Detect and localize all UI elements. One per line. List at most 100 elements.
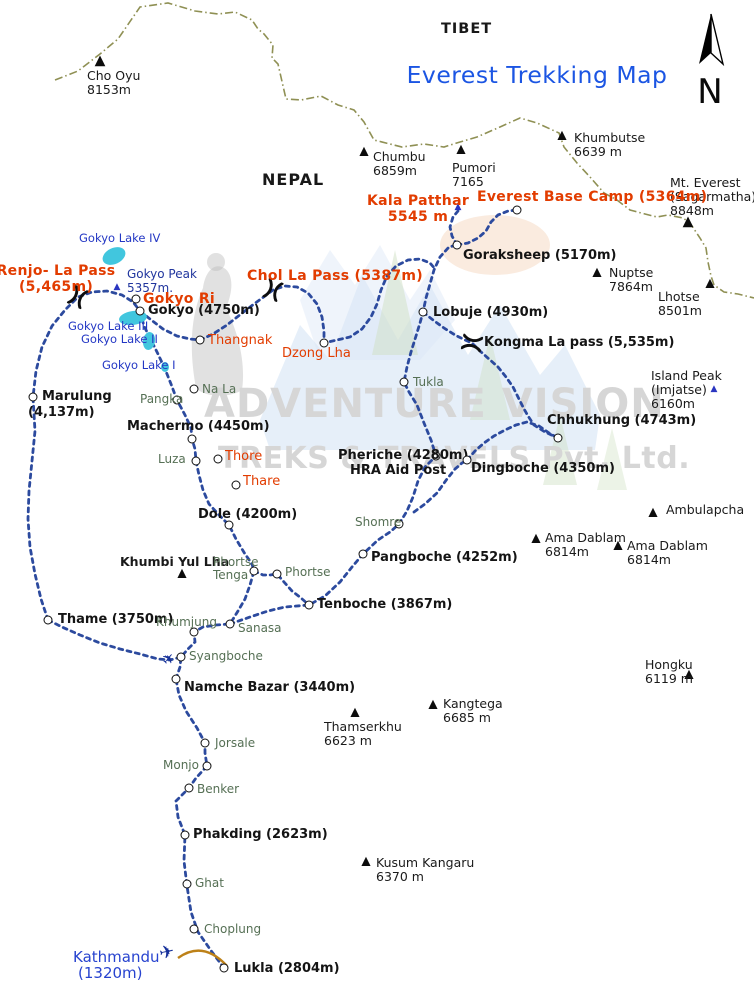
label-line: Ama Dablam — [545, 530, 626, 545]
place-label-phakding: Phakding (2623m) — [193, 827, 328, 843]
place-marker-ghat — [182, 879, 192, 889]
pass-label-kongma-la: Kongma La pass (5,535m) — [484, 335, 675, 351]
label-line: Pangka — [140, 392, 184, 406]
peak-icon-lhotse: ▲ — [705, 275, 715, 290]
label-line: (Imjatse) — [651, 381, 707, 397]
map-title: Everest Trekking Map — [406, 61, 668, 89]
place-marker-dzong-lha — [319, 338, 329, 348]
place-marker-phakding — [180, 830, 190, 840]
place-marker-tukla — [399, 377, 409, 387]
pass-glyph-renjo-la — [66, 284, 90, 310]
place-label-gokyo-ri: Gokyo Ri — [143, 291, 215, 307]
pass-label-renjo-la: Renjo- La Pass(5,465m) — [0, 263, 115, 295]
place-label-dole: Dole (4200m) — [198, 507, 297, 523]
place-marker-choplung — [189, 924, 199, 934]
place-label-lukla: Lukla (2804m) — [234, 961, 340, 977]
place-label-luza: Luza — [158, 452, 186, 466]
peak-icon-khumbutse: ▲ — [557, 127, 567, 142]
tree-art — [543, 415, 577, 485]
place-label-benker: Benker — [197, 782, 240, 796]
label-line: Na La — [202, 382, 237, 396]
place-marker-thame — [43, 615, 53, 625]
label-line: Monjo — [163, 758, 199, 772]
place-label-ghat: Ghat — [195, 876, 224, 890]
label-line: Thamserkhu — [324, 719, 402, 734]
label-line: Benker — [197, 782, 240, 796]
place-label-tenboche: Tenboche (3867m) — [317, 597, 452, 613]
label-line: 7165 — [452, 173, 484, 189]
peak-icon-hongku: ▲ — [684, 666, 694, 681]
place-label-dzong-lha: Dzong Lha — [282, 346, 351, 361]
place-marker-dingboche — [462, 455, 472, 465]
label-line: (1320m) — [78, 964, 143, 982]
route-path-kongma-la-route — [421, 310, 560, 440]
label-line: Thore — [225, 449, 263, 464]
place-label-everest-base-camp: Everest Base Camp (5364m) — [477, 189, 707, 205]
route-path-dingboche-link — [412, 458, 469, 514]
route-path-thame-link — [46, 618, 183, 662]
place-marker-machermo — [187, 434, 197, 444]
place-marker-thare — [231, 480, 241, 490]
place-label-lobuje: Lobuje (4930m) — [433, 305, 548, 321]
place-marker-gokyo-ri — [131, 294, 141, 304]
place-marker-jorsale — [200, 738, 210, 748]
label-line: Pumori — [452, 160, 496, 175]
pass-label-chol-la: Chol La Pass (5387m) — [247, 268, 423, 284]
place-label-goraksheep: Goraksheep (5170m) — [463, 248, 617, 264]
peak-icon-ama-dablam-west: ▲ — [531, 530, 541, 545]
pass-arc — [77, 289, 90, 310]
place-label-monjo: Monjo — [163, 758, 199, 772]
label-line: Everest Base Camp (5364m) — [477, 189, 708, 205]
peak-icon-mt-everest: ▲ — [682, 213, 694, 230]
compass-n-label: N — [697, 72, 723, 112]
pass-icon-renjo-la — [65, 284, 92, 311]
pass-icon-kongma-la — [460, 331, 484, 354]
label-line: Sanasa — [238, 621, 282, 635]
place-marker-na-la — [189, 384, 199, 394]
place-marker-chhukhung — [553, 433, 563, 443]
label-line: Ambulapcha — [666, 502, 745, 517]
label-line: Kangtega — [443, 696, 503, 711]
route-path-phortse-link — [252, 569, 311, 607]
label-line: Island Peak — [651, 368, 722, 383]
route-path-lukla-namche — [174, 677, 226, 970]
label-line: 6370 m — [376, 868, 424, 884]
route-path-dingboche-chhukhung — [465, 420, 560, 462]
route-path-goraksheep-ebc — [455, 208, 519, 247]
route-path-namche-sanasa — [174, 622, 232, 681]
lake-gokyo-lake-ii — [142, 332, 156, 350]
place-label-thangnak: Thangnak — [208, 333, 272, 348]
place-label-chhukhung: Chhukhung (4743m) — [547, 413, 696, 429]
label-line: Lhotse — [658, 289, 700, 304]
place-marker-dole — [224, 520, 234, 530]
place-marker-pangka — [172, 395, 182, 405]
pass-arc — [66, 284, 79, 305]
place-marker-everest-base-camp — [512, 205, 522, 215]
label-line: 6859m — [373, 162, 417, 178]
peak-icon-ama-dablam-east: ▲ — [613, 537, 623, 552]
label-line: 7864m — [609, 278, 653, 294]
compass-north-arrow-icon — [699, 13, 725, 67]
label-line: Kongma La pass (5,535m) — [484, 335, 675, 350]
place-marker-shomre — [394, 519, 404, 529]
watermark-line1: ADVENTURE VISION — [204, 381, 665, 427]
place-marker-sanasa — [225, 619, 235, 629]
label-line: Gokyo (4750m) — [148, 303, 260, 318]
place-label-thore: Thore — [225, 449, 263, 464]
label-line: Khumjung — [156, 615, 217, 629]
place-marker-pheriche — [431, 451, 441, 461]
peak-icon-kusum-kangaru: ▲ — [361, 853, 371, 868]
label-line: Ama Dablam — [627, 538, 708, 553]
place-label-jorsale: Jorsale — [215, 736, 255, 750]
label-line: Kathmandu — [73, 948, 160, 966]
label-line: Goraksheep (5170m) — [463, 248, 617, 263]
label-line: 5545 m — [387, 209, 449, 226]
place-marker-namche-bazar — [171, 674, 181, 684]
region-label-tibet: TIBET — [441, 21, 493, 37]
peak-icon-ambulapcha: ▲ — [648, 504, 658, 519]
